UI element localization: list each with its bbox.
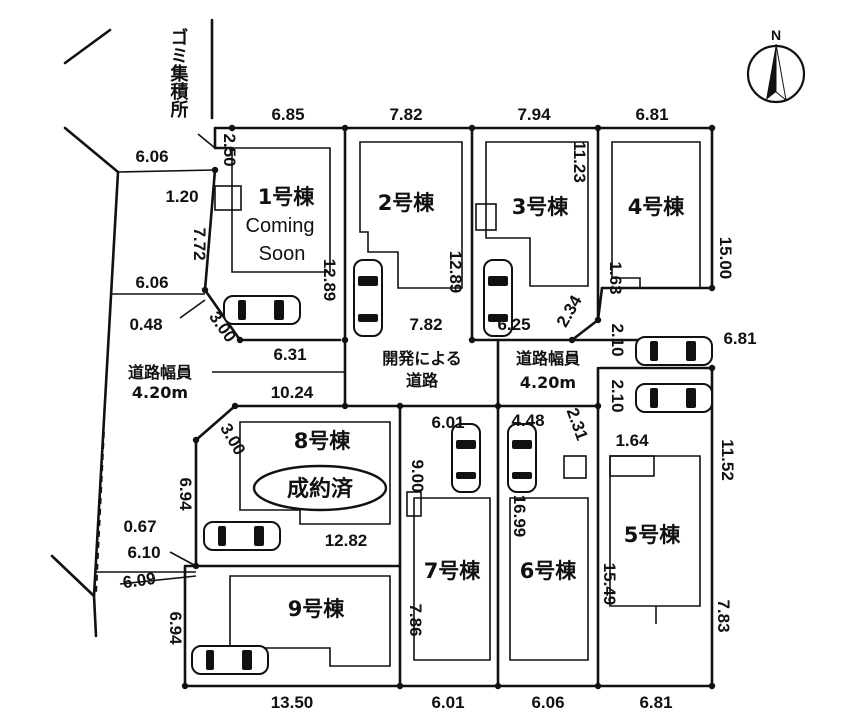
garbage-area-label: ゴミ集積所: [168, 27, 190, 119]
car-lot3: [483, 259, 513, 337]
left-road-width-value: 4.20m: [132, 383, 188, 402]
dim-label: 6.09: [122, 569, 157, 592]
lot-4-label: 4号棟: [628, 195, 686, 219]
dim-label: 16.99: [510, 495, 529, 538]
dim-label: 6.94: [176, 477, 195, 511]
dim-label: 7.94: [517, 105, 551, 124]
dim-label: 6.94: [166, 611, 185, 645]
dim-label: 6.81: [635, 105, 668, 124]
dim-label: 15.00: [716, 237, 735, 280]
dim-label: 6.25: [497, 315, 530, 334]
lot-2-label: 2号棟: [378, 191, 436, 215]
dim-label: 7.82: [409, 315, 442, 334]
right-road-width-value: 4.20m: [520, 373, 576, 392]
dim-label: 6.06: [531, 693, 564, 712]
dim-label: 4.48: [511, 411, 544, 430]
dim-label: 7.82: [389, 105, 422, 124]
dim-label: 11.23: [570, 141, 589, 183]
public-road-edges: [50, 18, 214, 638]
sold-badge-text: 成約済: [287, 476, 354, 502]
building-footprints: [214, 141, 701, 667]
dim-label: 2.10: [608, 323, 627, 356]
lot-8-label: 8号棟: [294, 429, 352, 453]
dim-label: 11.52: [718, 439, 737, 481]
lot-6-label: 6号棟: [520, 559, 578, 583]
dim-label: 7.83: [714, 599, 733, 632]
dim-label: 7.86: [406, 603, 425, 636]
dim-label: 12.89: [320, 259, 339, 302]
dim-label: 6.81: [723, 329, 756, 348]
garbage-area-text: ゴミ集積所: [168, 27, 190, 119]
dimension-labels: 6.85 7.82 7.94 6.81 6.06 2.50 1.20 7.72 …: [122, 105, 757, 712]
boundary-points: [181, 124, 716, 690]
lot-5-label: 5号棟: [624, 523, 682, 547]
dim-label: 6.06: [135, 273, 168, 292]
north-arrow: N: [746, 27, 806, 104]
development-road: [212, 338, 500, 408]
lot-labels: 1号棟 Coming Soon 2号棟 3号棟 4号棟 5号棟 6号棟 7号棟 …: [246, 185, 686, 621]
right-road-width-label: 道路幅員: [516, 349, 580, 368]
dim-label: 6.01: [431, 413, 464, 432]
dim-label: 6.85: [271, 105, 304, 124]
dim-label: 2.50: [220, 133, 239, 166]
north-label: N: [771, 27, 781, 43]
lot-1-soon: Soon: [259, 243, 306, 265]
car-lot5: [635, 383, 713, 413]
dim-label: 6.01: [431, 693, 464, 712]
dim-label: 0.67: [123, 517, 156, 536]
dim-label: 6.31: [273, 345, 306, 364]
dim-label: 3.00: [216, 420, 249, 458]
dev-road-label-2: 道路: [406, 371, 439, 390]
dim-label: 6.81: [639, 693, 672, 712]
dim-label: 7.72: [190, 227, 209, 260]
car-lot4: [635, 336, 713, 366]
dim-label: 10.24: [271, 383, 314, 402]
dim-label: 2.31: [563, 405, 592, 443]
lot-9-label: 9号棟: [288, 597, 346, 621]
lot-boundaries-bottom: [194, 366, 600, 688]
lot-7-label: 7号棟: [424, 559, 482, 583]
car-lot8: [203, 521, 281, 551]
dim-label: 12.82: [325, 531, 368, 550]
car-lot9: [191, 645, 269, 675]
dim-label: 15.49: [600, 563, 619, 606]
dim-label: 1.63: [606, 261, 625, 294]
dim-label: 9.00: [408, 459, 427, 492]
leader-lines: [96, 133, 216, 585]
lot-1-label: 1号棟: [258, 185, 316, 209]
road-labels: 開発による 道路 道路幅員 4.20m 道路幅員 4.20m: [128, 349, 580, 402]
car-lot2: [353, 259, 383, 337]
car-lot7: [451, 423, 481, 493]
lot-1-coming: Coming: [246, 215, 315, 237]
dim-label: 1.20: [165, 187, 198, 206]
garbage-area-box: [214, 185, 242, 211]
dim-label: 6.06: [135, 147, 168, 166]
sold-badge: 成約済: [252, 464, 388, 512]
left-road-width-label: 道路幅員: [128, 363, 192, 382]
lot-3-label: 3号棟: [512, 195, 570, 219]
dim-label: 13.50: [271, 693, 314, 712]
dim-label: 2.34: [553, 292, 586, 331]
car-lot6: [507, 423, 537, 493]
dim-label: 2.10: [608, 379, 627, 412]
car-lot1: [223, 295, 301, 325]
dim-label: 12.89: [446, 251, 465, 294]
dim-label: 1.64: [615, 431, 649, 450]
dim-label: 0.48: [129, 315, 162, 334]
dev-road-label: 開発による: [382, 349, 462, 368]
dim-label: 6.10: [127, 543, 160, 562]
